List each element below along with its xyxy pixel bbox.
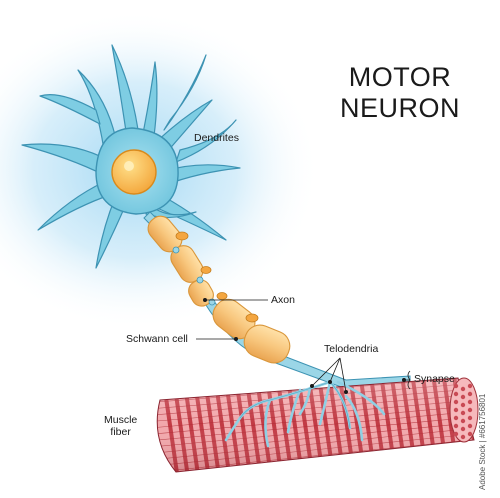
end-fibril-dot bbox=[460, 394, 466, 400]
end-fibril-dot bbox=[467, 407, 473, 413]
label-muscle-fiber-line-2: fiber bbox=[110, 426, 131, 438]
end-fibril-dot bbox=[460, 418, 466, 424]
end-fibril-dot bbox=[467, 415, 473, 421]
schwann-nuclei bbox=[175, 231, 259, 323]
nucleus bbox=[111, 149, 157, 195]
muscle-outline bbox=[156, 377, 475, 473]
label-muscle-fiber-line-1: Muscle bbox=[104, 414, 138, 426]
end-fibril-dot bbox=[460, 410, 466, 416]
label-axon: Axon bbox=[271, 294, 295, 306]
label-schwann-cell: Schwann cell bbox=[126, 333, 188, 345]
nucleolus bbox=[124, 161, 134, 171]
title-line-2: NEURON bbox=[339, 93, 460, 123]
end-fibril-dot bbox=[453, 391, 459, 397]
leader-lines bbox=[196, 297, 411, 394]
muscle-end-fibrils bbox=[453, 383, 473, 440]
end-fibril-dot bbox=[467, 423, 473, 429]
diagram-title: MOTOR NEURON bbox=[330, 62, 470, 124]
end-fibril-dot bbox=[453, 383, 459, 389]
end-fibril-dot bbox=[453, 423, 459, 429]
end-fibril-dot bbox=[460, 434, 466, 440]
end-fibril-dot bbox=[453, 399, 459, 405]
label-muscle-fiber: Muscle fiber bbox=[104, 414, 137, 438]
end-fibril-dot bbox=[467, 431, 473, 437]
end-fibril-dot bbox=[460, 426, 466, 432]
myelin-sheath bbox=[147, 215, 291, 364]
end-fibril-dot bbox=[467, 399, 473, 405]
end-fibril-dot bbox=[467, 383, 473, 389]
label-synapse: Synapse bbox=[414, 373, 455, 385]
title-line-1: MOTOR bbox=[348, 62, 452, 92]
stock-id: Adobe Stock | #661756801 bbox=[478, 393, 487, 490]
end-fibril-dot bbox=[467, 391, 473, 397]
end-fibril-dot bbox=[453, 407, 459, 413]
nodes-of-ranvier bbox=[172, 246, 216, 306]
end-fibril-dot bbox=[460, 386, 466, 392]
label-telodendria: Telodendria bbox=[324, 343, 379, 355]
end-fibril-dot bbox=[453, 415, 459, 421]
label-dendrites: Dendrites bbox=[194, 132, 239, 144]
end-fibril-dot bbox=[453, 431, 459, 437]
end-fibril-dot bbox=[460, 402, 466, 408]
